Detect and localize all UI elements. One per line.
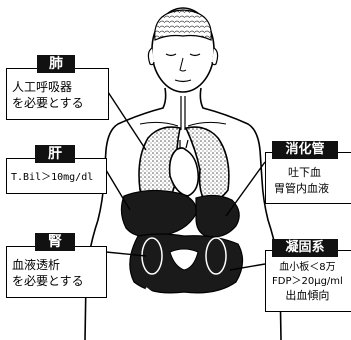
coag-line-3: 出血傾向 [272,289,343,303]
head [148,8,217,92]
liver [121,190,196,237]
liver-title: 肝 [35,145,75,163]
gi-title: 消化管 [272,141,338,159]
stomach [196,195,239,236]
kidney-line-1: 血液透析 [12,257,84,273]
coag-title: 凝固系 [272,239,338,257]
brain [155,10,212,40]
kidney-line-2: を必要とする [12,273,84,289]
gi-line-1: 吐下血 [280,165,329,181]
gi-line-2: 胃管内血液 [274,181,329,197]
coag-line-2: FDP＞20μg/ml [272,275,343,289]
left-kidney [206,238,226,274]
gi-label-box: 消化管 吐下血 胃管内血液 [265,152,351,204]
liver-label-box: 肝 T.Bil＞10mg/dl [6,158,107,194]
kidney-label-box: 腎 血液透析 を必要とする [6,246,107,298]
coag-line-1: 血小板＜8万 [272,261,343,275]
lung-label-box: 肺 人工呼吸器 を必要とする [6,68,109,120]
trachea [181,96,185,130]
liver-line-1: T.Bil＞10mg/dl [11,171,93,185]
lung-line-1: 人工呼吸器 [12,79,84,95]
lung-title: 肺 [37,55,75,73]
coag-label-box: 凝固系 血小板＜8万 FDP＞20μg/ml 出血傾向 [265,250,351,312]
kidney-title: 腎 [35,233,75,251]
lung-line-2: を必要とする [12,95,84,111]
